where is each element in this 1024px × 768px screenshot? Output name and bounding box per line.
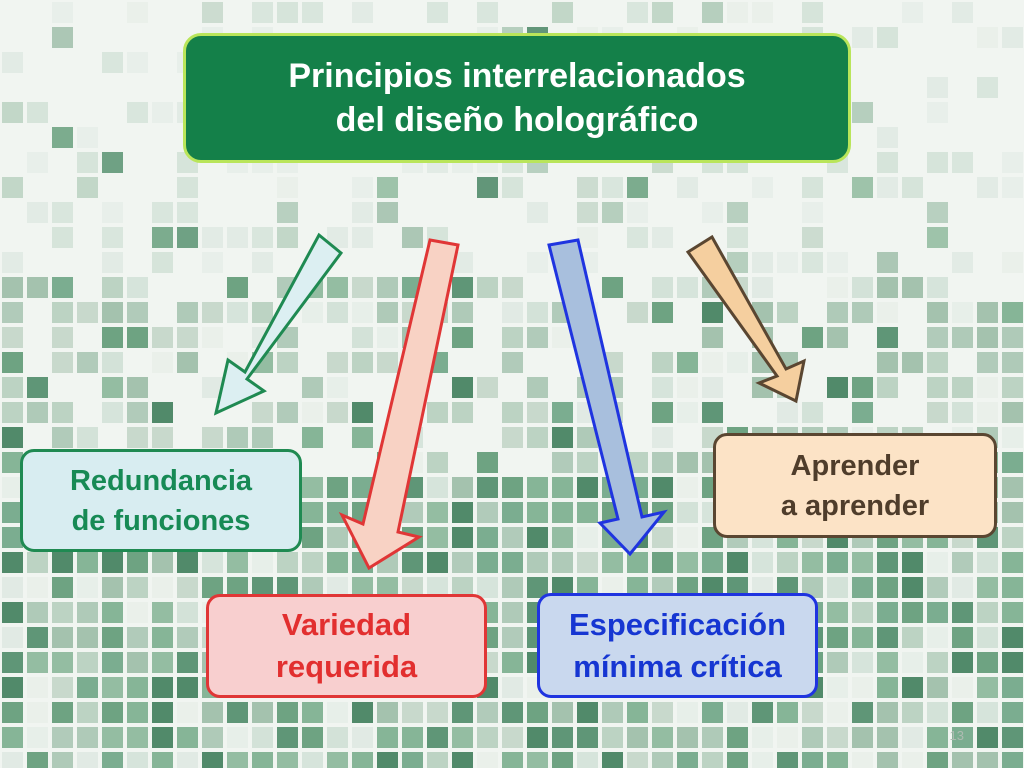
aprender-line-2: a aprender (780, 489, 930, 522)
redundancia-line-2: de funciones (71, 504, 251, 537)
especificacion-box: Especificación mínima crítica (537, 593, 818, 698)
title-line-1: Principios interrelacionados (288, 57, 746, 95)
variedad-line-2: requerida (275, 649, 418, 684)
variedad-line-1: Variedad (281, 607, 412, 642)
page-number: 13 (949, 728, 964, 743)
variedad-box: Variedad requerida (206, 594, 487, 698)
title-line-2: del diseño holográfico (335, 101, 699, 139)
aprender-box: Aprender a aprender (713, 433, 997, 538)
redundancia-line-1: Redundancia (69, 464, 253, 497)
redundancia-box: Redundancia de funciones (20, 449, 302, 552)
especificacion-line-1: Especificación (568, 606, 787, 642)
title-box: Principios interrelacionados del diseño … (183, 33, 851, 163)
aprender-line-1: Aprender (790, 449, 920, 482)
especificacion-line-2: mínima crítica (573, 648, 782, 684)
